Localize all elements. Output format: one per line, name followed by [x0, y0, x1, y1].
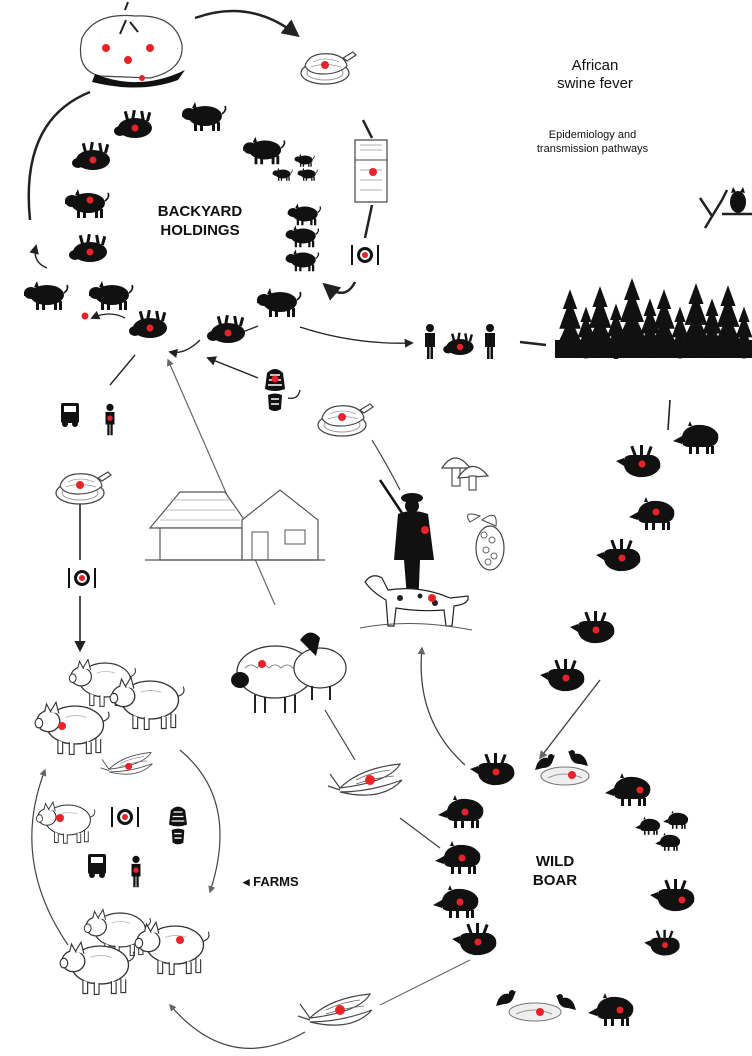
person-icon — [105, 403, 115, 436]
wild-boar-icon — [433, 421, 719, 1026]
wild-line-2: BOAR — [532, 872, 578, 889]
farm-pig-icon — [34, 659, 210, 996]
ham-icon — [300, 51, 357, 85]
dead-pig-icon — [64, 109, 245, 343]
fridge-icon — [354, 139, 388, 203]
farmhouse-icon — [145, 489, 325, 561]
backyard-line-1: BACKYARD — [157, 203, 243, 220]
farms-label: ◂ FARMS — [243, 874, 299, 889]
corn-icon — [327, 763, 403, 796]
subtitle-line-2: transmission pathways — [536, 143, 649, 155]
boot-icon — [264, 368, 286, 412]
mushroom-icon — [440, 457, 490, 491]
person-icon — [131, 855, 141, 888]
corn-icon — [100, 751, 153, 775]
plate-icon — [111, 807, 139, 827]
plate-icon — [68, 568, 96, 588]
flow-arrows — [27, 9, 671, 1049]
diagram-subtitle: Epidemiology and transmission pathways — [500, 128, 685, 156]
corn-icon — [297, 993, 373, 1026]
hunter-icon — [378, 479, 434, 610]
plate-icon — [351, 245, 379, 265]
backyard-holdings-label: BACKYARD HOLDINGS — [140, 202, 260, 240]
title-line-2: swine fever — [557, 75, 633, 92]
forest-icon — [555, 278, 752, 359]
ham-icon — [55, 471, 112, 505]
backyard-line-2: HOLDINGS — [160, 222, 240, 239]
dead-pig-icon — [443, 332, 474, 355]
truck-icon — [88, 854, 106, 878]
owl-icon — [698, 187, 752, 229]
wild-line-1: WILD — [535, 853, 575, 870]
berry-icon — [467, 513, 505, 571]
sheep-icon — [231, 632, 347, 713]
diagram-title: African swine fever — [540, 57, 650, 93]
ham-icon — [317, 403, 374, 437]
hunting-dog-icon — [359, 575, 473, 631]
carcass-icon — [79, 1, 185, 88]
boot-icon — [168, 805, 188, 846]
truck-icon — [61, 403, 79, 427]
carcass-icon — [508, 766, 590, 1022]
subtitle-line-1: Epidemiology and — [548, 129, 637, 141]
title-line-1: African — [571, 57, 619, 74]
wild-boar-label: WILD BOAR — [520, 852, 590, 890]
